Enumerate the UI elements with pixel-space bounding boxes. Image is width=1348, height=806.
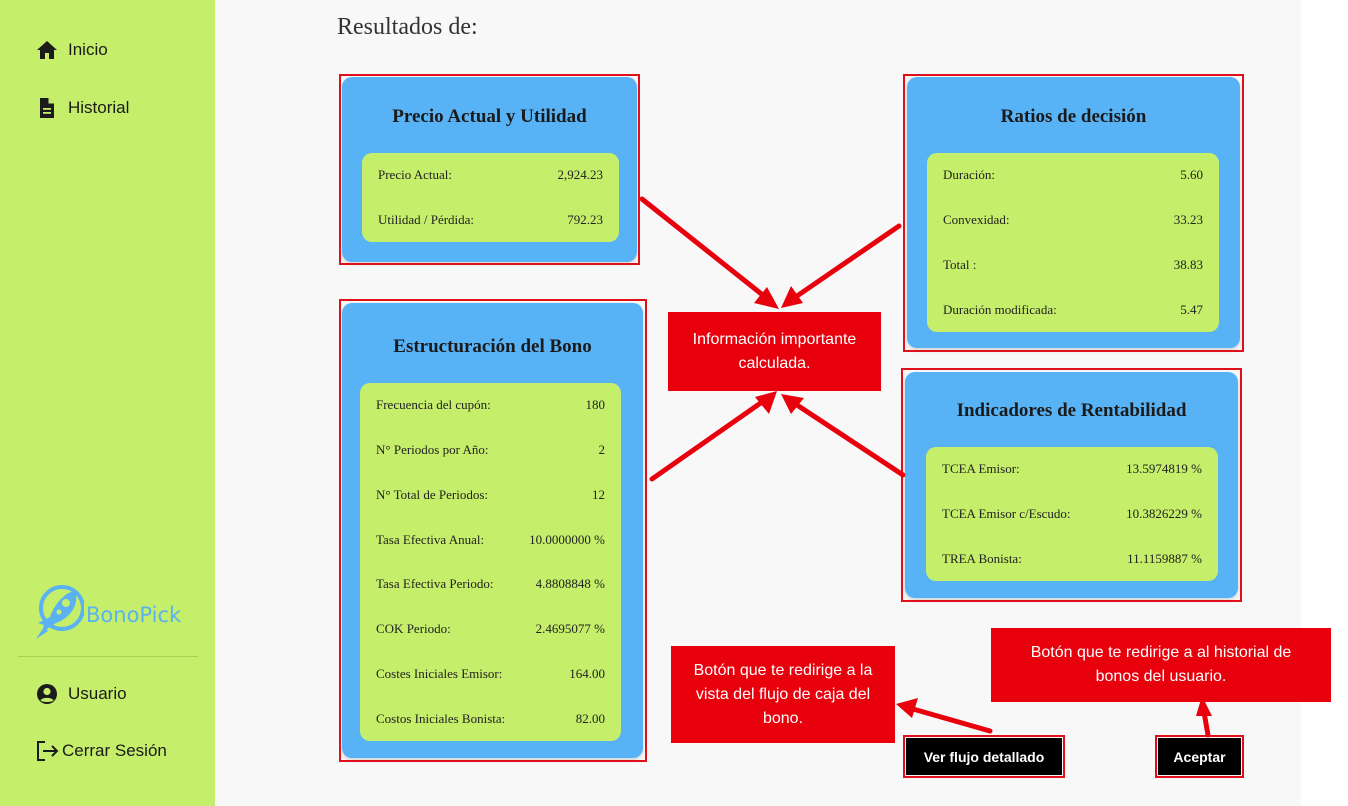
data-row: Costos Iniciales Bonista: 82.00 xyxy=(376,711,605,727)
sidebar-item-label: Historial xyxy=(68,98,130,117)
data-row: TCEA Emisor: 13.5974819 % xyxy=(942,461,1202,477)
card-title: Estructuración del Bono xyxy=(393,336,592,357)
data-row: Tasa Efectiva Anual: 10.0000000 % xyxy=(376,532,605,548)
row-value: 2.4695077 % xyxy=(535,621,605,636)
data-row: N° Periodos por Año: 2 xyxy=(376,442,605,458)
row-label: Utilidad / Pérdida: xyxy=(378,212,475,227)
row-label: Duración modificada: xyxy=(943,302,1057,317)
user-circle-icon xyxy=(36,683,58,705)
row-label: TREA Bonista: xyxy=(942,551,1022,566)
row-value: 5.47 xyxy=(1180,302,1203,317)
card-ratios-decision: Ratios de decisión Duración: 5.60 Convex… xyxy=(907,77,1240,348)
row-label: Duración: xyxy=(943,167,995,182)
row-value: 2,924.23 xyxy=(557,167,604,182)
sidebar-item-historial[interactable]: Historial xyxy=(36,97,129,119)
data-row: Frecuencia del cupón: 180 xyxy=(376,397,605,413)
sidebar-item-inicio[interactable]: Inicio xyxy=(36,40,108,60)
ver-flujo-button[interactable]: Ver flujo detallado xyxy=(906,738,1062,775)
row-label: TCEA Emisor c/Escudo: xyxy=(942,506,1071,521)
data-row: COK Periodo: 2.4695077 % xyxy=(376,621,605,637)
data-row: Costes Iniciales Emisor: 164.00 xyxy=(376,666,605,682)
row-label: Tasa Efectiva Anual: xyxy=(376,532,485,547)
card-body: Precio Actual: 2,924.23 Utilidad / Pérdi… xyxy=(362,153,619,242)
card-title: Indicadores de Rentabilidad xyxy=(956,400,1187,421)
card-estructuracion-bono: Estructuración del Bono Frecuencia del c… xyxy=(342,303,643,758)
sidebar-divider xyxy=(18,656,198,657)
data-row: Duración: 5.60 xyxy=(943,167,1203,183)
data-row: Precio Actual: 2,924.23 xyxy=(378,167,603,183)
home-icon xyxy=(36,40,58,60)
data-row: Total : 38.83 xyxy=(943,257,1203,273)
card-body: TCEA Emisor: 13.5974819 % TCEA Emisor c/… xyxy=(926,447,1218,581)
row-value: 33.23 xyxy=(1173,212,1203,227)
data-row: TCEA Emisor c/Escudo: 10.3826229 % xyxy=(942,506,1202,522)
data-row: Convexidad: 33.23 xyxy=(943,212,1203,228)
row-label: Costos Iniciales Bonista: xyxy=(376,711,506,726)
callout-info-calculada: Información importante calculada. xyxy=(668,312,881,391)
row-label: Total : xyxy=(943,257,977,272)
row-value: 792.23 xyxy=(567,212,603,227)
row-value: 180 xyxy=(585,397,606,412)
sidebar-item-label: Inicio xyxy=(68,40,108,59)
page-title: Resultados de: xyxy=(337,14,478,40)
callout-ver-flujo: Botón que te redirige a la vista del flu… xyxy=(671,646,895,743)
logout-icon xyxy=(36,740,60,762)
row-label: N° Total de Periodos: xyxy=(376,487,489,502)
row-value: 4.8808848 % xyxy=(535,576,605,591)
aceptar-button[interactable]: Aceptar xyxy=(1158,738,1241,775)
rocket-icon xyxy=(34,583,85,646)
row-label: Frecuencia del cupón: xyxy=(376,397,491,412)
callout-aceptar: Botón que te redirige a al historial de … xyxy=(991,628,1331,702)
row-label: Precio Actual: xyxy=(378,167,453,182)
row-label: COK Periodo: xyxy=(376,621,451,636)
row-value: 10.3826229 % xyxy=(1126,506,1202,521)
data-row: Tasa Efectiva Periodo: 4.8808848 % xyxy=(376,576,605,592)
row-value: 13.5974819 % xyxy=(1126,461,1202,476)
row-value: 11.1159887 % xyxy=(1127,551,1202,566)
card-title: Ratios de decisión xyxy=(1000,106,1147,127)
logo-text: BonoPick xyxy=(86,602,182,627)
sidebar-item-cerrar-sesion[interactable]: Cerrar Sesión xyxy=(36,740,167,762)
sidebar-item-label: Cerrar Sesión xyxy=(62,741,167,760)
row-label: N° Periodos por Año: xyxy=(376,442,489,457)
row-value: 5.60 xyxy=(1180,167,1203,182)
row-value: 12 xyxy=(592,487,605,502)
card-body: Frecuencia del cupón: 180 N° Periodos po… xyxy=(360,383,621,741)
row-value: 38.83 xyxy=(1173,257,1203,272)
card-body: Duración: 5.60 Convexidad: 33.23 Total :… xyxy=(927,153,1219,332)
data-row: N° Total de Periodos: 12 xyxy=(376,487,605,503)
row-value: 10.0000000 % xyxy=(529,532,605,547)
data-row: Utilidad / Pérdida: 792.23 xyxy=(378,212,603,228)
row-value: 2 xyxy=(598,442,606,457)
row-label: Costes Iniciales Emisor: xyxy=(376,666,503,681)
data-row: TREA Bonista: 11.1159887 % xyxy=(942,551,1202,567)
data-row: Duración modificada: 5.47 xyxy=(943,302,1203,318)
row-label: Tasa Efectiva Periodo: xyxy=(376,576,494,591)
row-label: Convexidad: xyxy=(943,212,1010,227)
bonopick-logo: BonoPick xyxy=(34,583,181,646)
card-precio-utilidad: Precio Actual y Utilidad Precio Actual: … xyxy=(342,77,637,262)
card-title: Precio Actual y Utilidad xyxy=(392,106,587,127)
row-value: 82.00 xyxy=(575,711,605,726)
document-icon xyxy=(36,97,58,119)
sidebar-item-label: Usuario xyxy=(68,684,127,703)
card-indicadores-rentabilidad: Indicadores de Rentabilidad TCEA Emisor:… xyxy=(905,372,1238,598)
row-value: 164.00 xyxy=(569,666,605,681)
sidebar-item-usuario[interactable]: Usuario xyxy=(36,683,127,705)
sidebar: Inicio Historial BonoPick Usuario xyxy=(0,0,215,806)
row-label: TCEA Emisor: xyxy=(942,461,1020,476)
